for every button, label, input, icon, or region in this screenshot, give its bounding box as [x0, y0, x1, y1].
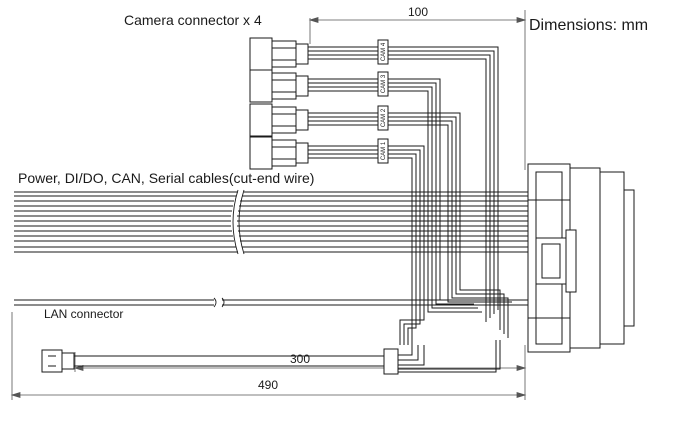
dimension-100 — [308, 10, 527, 170]
camera-connector-label: Camera connector x 4 — [124, 12, 262, 28]
lan-cable — [74, 340, 501, 375]
cam-tag-2-sleeve — [377, 105, 389, 131]
dimension-100-label: 100 — [408, 5, 428, 19]
dimension-490 — [10, 312, 527, 400]
cam-tag-2: CAM 2 — [381, 108, 387, 127]
camera-wire-routing — [388, 46, 512, 345]
lan-connector-label: LAN connector — [44, 307, 123, 321]
cam-tag-3-sleeve — [377, 71, 389, 97]
lan-connector — [41, 349, 75, 373]
cam-tag-1: CAM 1 — [381, 141, 387, 160]
camera-connector-3 — [249, 69, 378, 103]
cam-tag-4: CAM 4 — [381, 42, 387, 61]
camera-tags: CAM 4 CAM 3 CAM 2 CAM 1 — [377, 39, 389, 164]
dimension-300 — [73, 345, 527, 400]
dimension-490-label: 490 — [258, 378, 278, 392]
cam-tag-3: CAM 3 — [381, 74, 387, 93]
main-connector-housing — [527, 163, 635, 353]
cam-tag-4-sleeve — [377, 39, 389, 65]
cable-break-marks — [213, 189, 245, 308]
camera-connector-1 — [249, 136, 378, 170]
camera-connector-4 — [249, 37, 378, 71]
dimension-300-label: 300 — [290, 352, 310, 366]
cables-label: Power, DI/DO, CAN, Serial cables(cut-end… — [18, 170, 314, 186]
camera-connector-2 — [249, 103, 378, 137]
cam-tag-1-sleeve — [377, 138, 389, 164]
dimensions-unit-label: Dimensions: mm — [529, 17, 648, 34]
cut-end-wires — [14, 191, 528, 306]
